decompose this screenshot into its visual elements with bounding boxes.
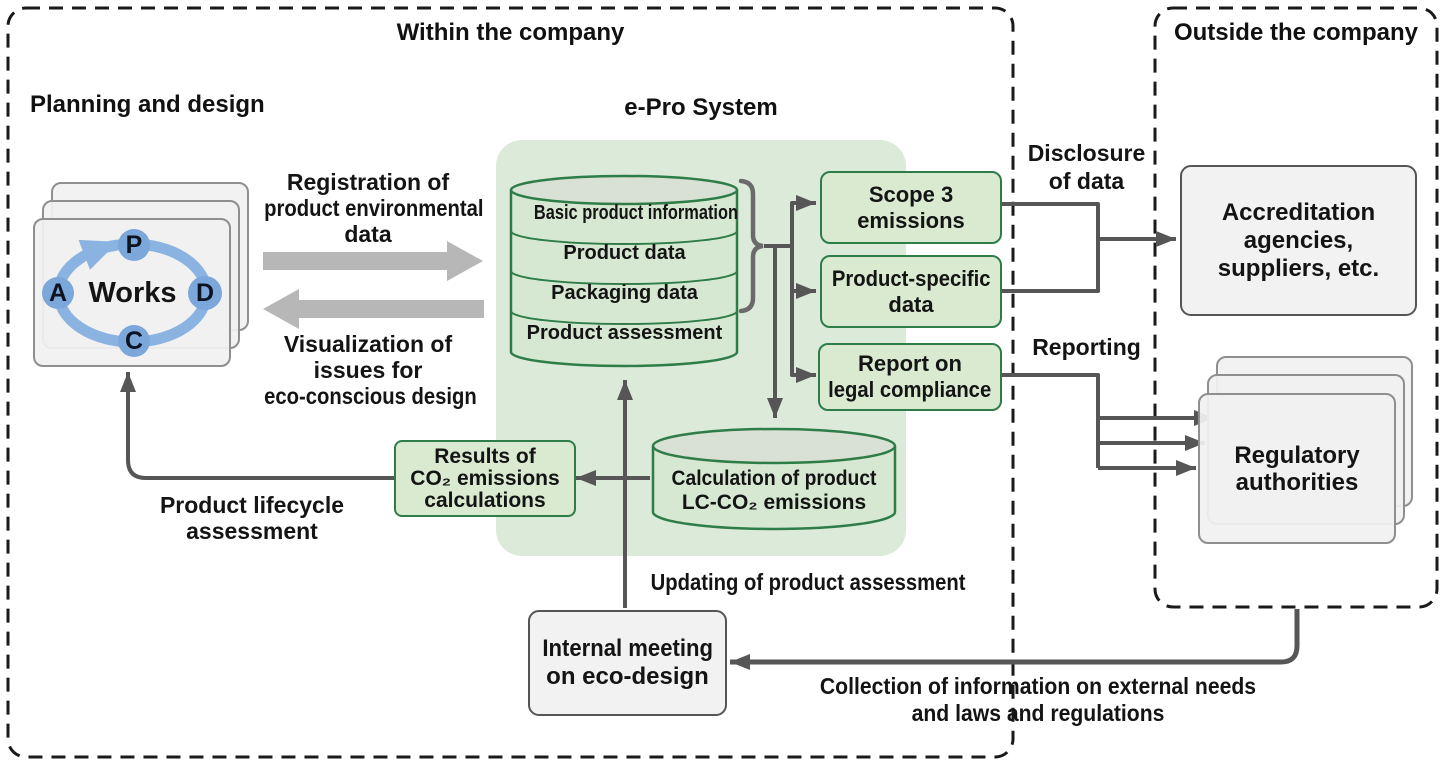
regulatory-card-front: Regulatory authorities xyxy=(1198,393,1396,544)
planning-design-title: Planning and design xyxy=(30,91,265,118)
db-section-product-data: Product data xyxy=(563,242,686,264)
visualization-line: Visualization of xyxy=(283,331,453,357)
product-specific-data-box: Product-specific data xyxy=(820,255,1002,328)
arrow-results-to-works xyxy=(120,372,394,480)
accreditation-line: agencies, xyxy=(1243,226,1354,254)
pdca-letter-a: A xyxy=(48,279,68,307)
collection-label: Collection of information on external ne… xyxy=(810,673,1266,727)
calculation-cylinder-label: Calculation of product LC-CO₂ emissions xyxy=(659,467,889,515)
internal-meeting-line: on eco-design xyxy=(546,663,709,690)
regulatory-label: authorities xyxy=(1235,468,1359,496)
calculation-cylinder xyxy=(651,427,897,531)
internal-meeting-line: Internal meeting xyxy=(542,635,713,662)
outside-company-title: Outside the company xyxy=(1173,19,1419,46)
scope3-emissions-box: Scope 3 emissions xyxy=(820,171,1002,244)
accreditation-line: Accreditation xyxy=(1221,198,1376,226)
disclosure-merge-lines xyxy=(998,202,1100,293)
visualization-line: eco-conscious design xyxy=(264,383,477,409)
accreditation-line: suppliers, etc. xyxy=(1217,254,1380,282)
arrow-collection-to-meeting xyxy=(730,609,1300,670)
results-line: Results of xyxy=(434,444,536,468)
scope3-line: Scope 3 xyxy=(868,181,954,207)
registration-block-arrow xyxy=(263,241,483,281)
report-line: Report on xyxy=(858,351,962,376)
results-line: CO₂ emissions xyxy=(410,466,560,490)
scope3-line: emissions xyxy=(857,207,965,233)
regulatory-label: Regulatory xyxy=(1234,441,1360,469)
report-line: legal compliance xyxy=(828,377,992,402)
registration-line: data xyxy=(344,221,392,247)
db-section-basic-info: Basic product information xyxy=(533,202,738,224)
epro-system-title: e-Pro System xyxy=(624,94,778,121)
registration-line: Registration of xyxy=(286,169,450,195)
pdca-letter-p: P xyxy=(125,231,143,259)
visualization-label: Visualization of issues for eco-consciou… xyxy=(250,331,486,409)
calc-line: LC-CO₂ emissions xyxy=(681,491,867,514)
arrow-to-scope3 xyxy=(790,195,816,246)
product-specific-line: data xyxy=(888,291,934,317)
lifecycle-line: Product lifecycle xyxy=(159,492,345,518)
report-legal-compliance-box: Report on legal compliance xyxy=(818,343,1002,411)
outside-company-border xyxy=(1153,6,1439,609)
db-section-product-assessment: Product assessment xyxy=(526,322,723,344)
updating-line: Updating of product assessment xyxy=(650,569,966,595)
registration-line: product environmental xyxy=(264,195,484,221)
collection-line: and laws and regulations xyxy=(911,700,1165,726)
updating-label: Updating of product assessment xyxy=(650,569,966,595)
pdca-letter-c: C xyxy=(124,327,144,355)
works-label: Works xyxy=(88,277,177,309)
database-group-bracket xyxy=(738,178,764,314)
reporting-trunk-line xyxy=(998,373,1100,468)
within-company-title: Within the company xyxy=(396,19,625,46)
accreditation-box: Accreditation agencies, suppliers, etc. xyxy=(1180,165,1417,316)
reporting-label: Reporting xyxy=(1020,334,1153,360)
calc-line: Calculation of product xyxy=(671,467,877,490)
collection-line: Collection of information on external ne… xyxy=(819,673,1257,699)
within-company-border xyxy=(6,6,1015,759)
results-line: calculations xyxy=(424,488,546,512)
product-lifecycle-label: Product lifecycle assessment xyxy=(140,492,364,544)
disclosure-line: Disclosure xyxy=(1027,140,1146,166)
pdca-letter-d: D xyxy=(195,279,215,307)
lifecycle-line: assessment xyxy=(186,518,318,544)
registration-label: Registration of product environmental da… xyxy=(250,169,486,247)
connectors xyxy=(120,195,1300,670)
disclosure-label: Disclosure of data xyxy=(1020,139,1153,195)
visualization-block-arrow xyxy=(263,289,484,329)
db-section-packaging-data: Packaging data xyxy=(551,282,698,304)
visualization-line: issues for xyxy=(313,357,423,383)
disclosure-line: of data xyxy=(1048,168,1125,194)
results-co2-box: Results of CO₂ emissions calculations xyxy=(394,440,576,517)
reporting-line: Reporting xyxy=(1032,334,1141,360)
arrow-to-report xyxy=(790,246,816,383)
product-specific-line: Product-specific xyxy=(831,265,991,291)
database-cylinder xyxy=(509,174,739,368)
internal-meeting-box: Internal meeting on eco-design xyxy=(528,610,727,716)
